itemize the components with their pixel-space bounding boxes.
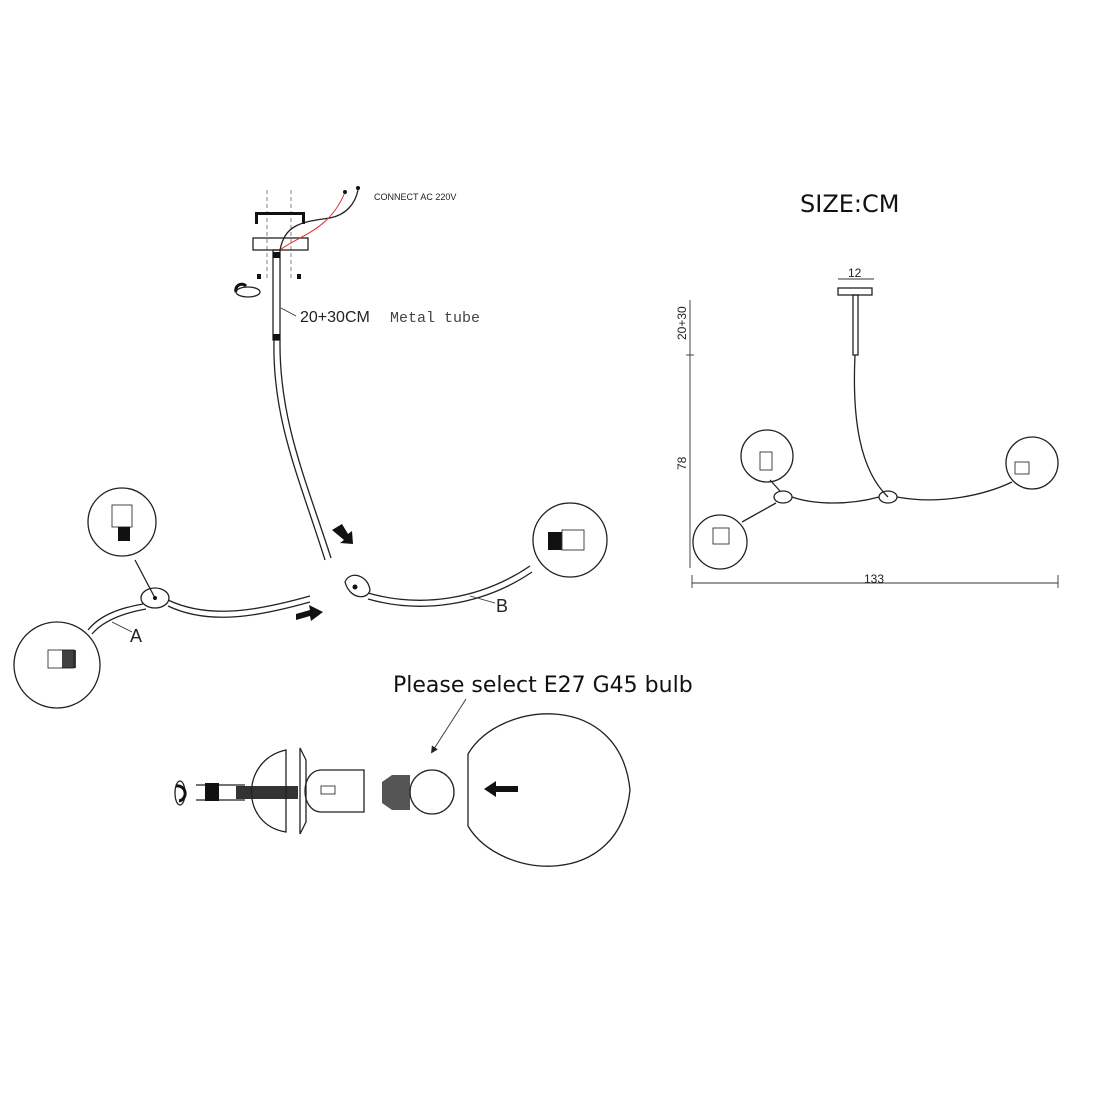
arrow-left-icon	[484, 781, 518, 797]
arrow-right-icon	[296, 605, 323, 621]
rotate-icon	[234, 282, 261, 298]
tube-length-label: 20+30CM	[300, 309, 370, 326]
tube-desc-label: Metal tube	[390, 310, 480, 327]
ceiling-canopy: CONNECT AC 220V	[252, 186, 456, 280]
connect-label: CONNECT AC 220V	[374, 192, 456, 202]
canopy-width-dim: 12	[848, 266, 862, 280]
part-a-assembly: A	[13, 487, 311, 709]
dimension-drawing: 12 20+30 78 133	[675, 266, 1059, 588]
part-a-label: A	[130, 626, 142, 646]
body-height-dim: 78	[675, 456, 689, 470]
rod-height-dim: 20+30	[675, 306, 689, 340]
bulb-exploded-view	[174, 713, 631, 867]
arrow-down-right-icon	[332, 524, 353, 544]
part-b-label: B	[496, 596, 508, 616]
metal-tube: 20+30CM Metal tube	[272, 249, 480, 561]
size-unit-title: SIZE:CM	[800, 190, 899, 218]
part-b-assembly: B	[344, 502, 608, 616]
total-width-dim: 133	[864, 572, 884, 586]
bulb-note: Please select E27 G45 bulb	[393, 673, 693, 698]
